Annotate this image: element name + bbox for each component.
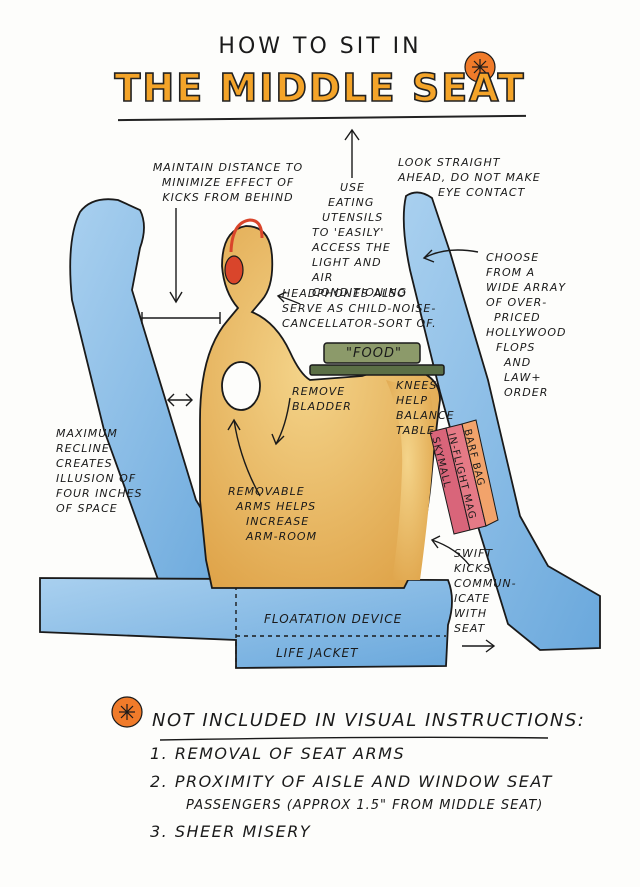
title-small: HOW to SIT in xyxy=(218,34,422,59)
headphones-band xyxy=(229,218,264,253)
label-flotation-device: FLOATATION DEVICE xyxy=(264,612,403,626)
note-headphones: HEADPHONES ALSO SERVE AS CHILD-NOISE- CA… xyxy=(282,287,437,330)
seat-front-right xyxy=(402,191,601,651)
seat-back-left xyxy=(69,198,237,586)
headphones-ear xyxy=(224,255,244,285)
pointer-arrows xyxy=(141,128,549,741)
note-maintain-distance: MAINTAIN DISTANCE to MINIMIZE EFFECT of … xyxy=(152,161,304,204)
note-max-recline: MAXIMUM RECLINE CREATES ILLUSION of FOUR… xyxy=(56,427,143,515)
note-remove-bladder: REMOVE BLADDER xyxy=(292,385,352,413)
tray-table xyxy=(309,364,445,376)
person-silhouette xyxy=(199,225,441,589)
note-choose-films: CHOOSE from A WIDE ARRAY of OVER- PRICED… xyxy=(486,251,567,399)
note-look-straight: LOOK STRAIGHT AHEAD, DO NOT MAKE EYE CON… xyxy=(398,156,541,199)
footer-item-2: 2. PROXIMITY of AISLE and WINDOW SEAT xyxy=(150,772,553,791)
note-swift-kicks: SWIFT KICKS COMMUN- ICATE WITH SEAT xyxy=(454,547,517,635)
note-use-utensils: USE EATING UTENSILS to 'EASILY' ACCESS T… xyxy=(312,181,408,299)
label-life-jacket: LIFE JACKET xyxy=(276,646,359,660)
person-shin xyxy=(386,380,434,580)
footer-item-1: 1. REMOVAL of SEAT ARMS xyxy=(150,744,406,763)
title-main: THE MIDDLE SEAT xyxy=(114,65,526,111)
title-orange-slice-icon xyxy=(464,51,496,83)
arm-hole xyxy=(221,361,261,411)
footer-title: NOT INCLUDED in VISUAL INSTRUCTIONS: xyxy=(152,710,586,731)
footer-orange-slice-icon xyxy=(111,696,143,728)
food-label: "FOOD" xyxy=(346,346,402,361)
note-removable-arms: REMOVABLE ARMS HELPS INCREASE ARM-ROOM xyxy=(228,485,318,543)
footer-item-3: 3. SHEER MISERY xyxy=(150,822,312,841)
tray-food xyxy=(323,342,421,364)
seat-pocket-books xyxy=(429,419,499,535)
note-knees: KNEES HELP BALANCE TABLE xyxy=(396,379,455,437)
footer-item-2-continued: PASSENGERS (APPROX 1.5" from MIDDLE SEAT… xyxy=(186,798,544,813)
